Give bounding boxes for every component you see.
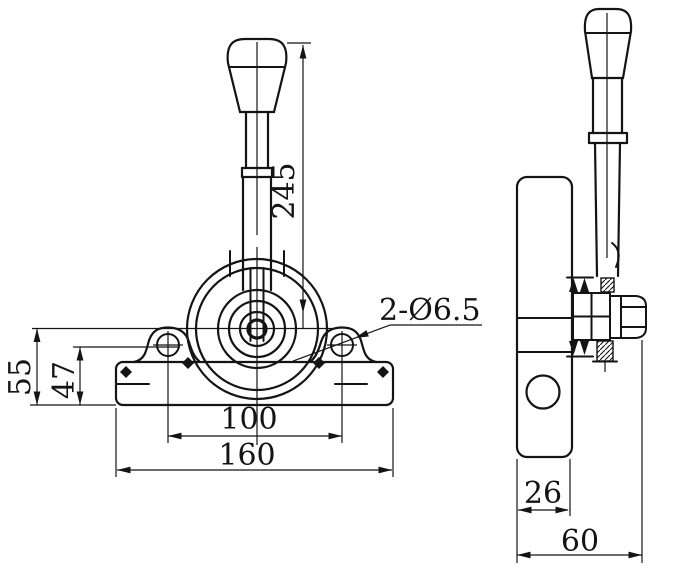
dimension-overall-height: 55 <box>3 328 116 406</box>
side-view: 26 60 <box>515 7 647 563</box>
dimension-hole-height: 47 <box>47 346 180 405</box>
dim-label-60: 60 <box>561 524 599 559</box>
rivet-diamond <box>377 366 389 378</box>
hatched-stud-end <box>596 340 614 362</box>
dimension-body-width: 26 <box>518 459 571 516</box>
rivet-diamond <box>313 357 325 369</box>
dim-label-100: 100 <box>220 402 277 437</box>
dim-label-245: 245 <box>267 162 302 219</box>
dimension-lever-length: 245 <box>267 42 311 328</box>
cable-hole <box>525 374 561 410</box>
rivet-diamond <box>120 366 132 378</box>
dim-label-55: 55 <box>3 358 38 396</box>
hole-callout: 2-Ø6.5 <box>292 293 482 362</box>
lock-nut <box>609 295 647 339</box>
dim-label-160: 160 <box>218 438 275 473</box>
base-plate <box>114 357 395 407</box>
housing-body <box>515 175 574 459</box>
centerlines-front <box>32 42 332 445</box>
dimension-hole-spacing: 100 <box>167 331 343 443</box>
knob-side <box>583 7 633 80</box>
dim-label-26: 26 <box>524 476 562 511</box>
dimension-base-width: 160 <box>115 408 394 477</box>
front-view: 245 55 47 100 <box>3 37 482 477</box>
pivot-nut-assembly <box>566 276 647 372</box>
rivet-diamond <box>182 357 194 369</box>
lever-shaft-side <box>587 13 629 278</box>
dim-label-hole-callout: 2-Ø6.5 <box>379 293 481 328</box>
hatched-washer-top <box>600 277 615 293</box>
dim-label-47: 47 <box>47 361 82 399</box>
mounting-ear-left <box>132 326 201 364</box>
dimension-overall-depth: 60 <box>516 340 643 563</box>
